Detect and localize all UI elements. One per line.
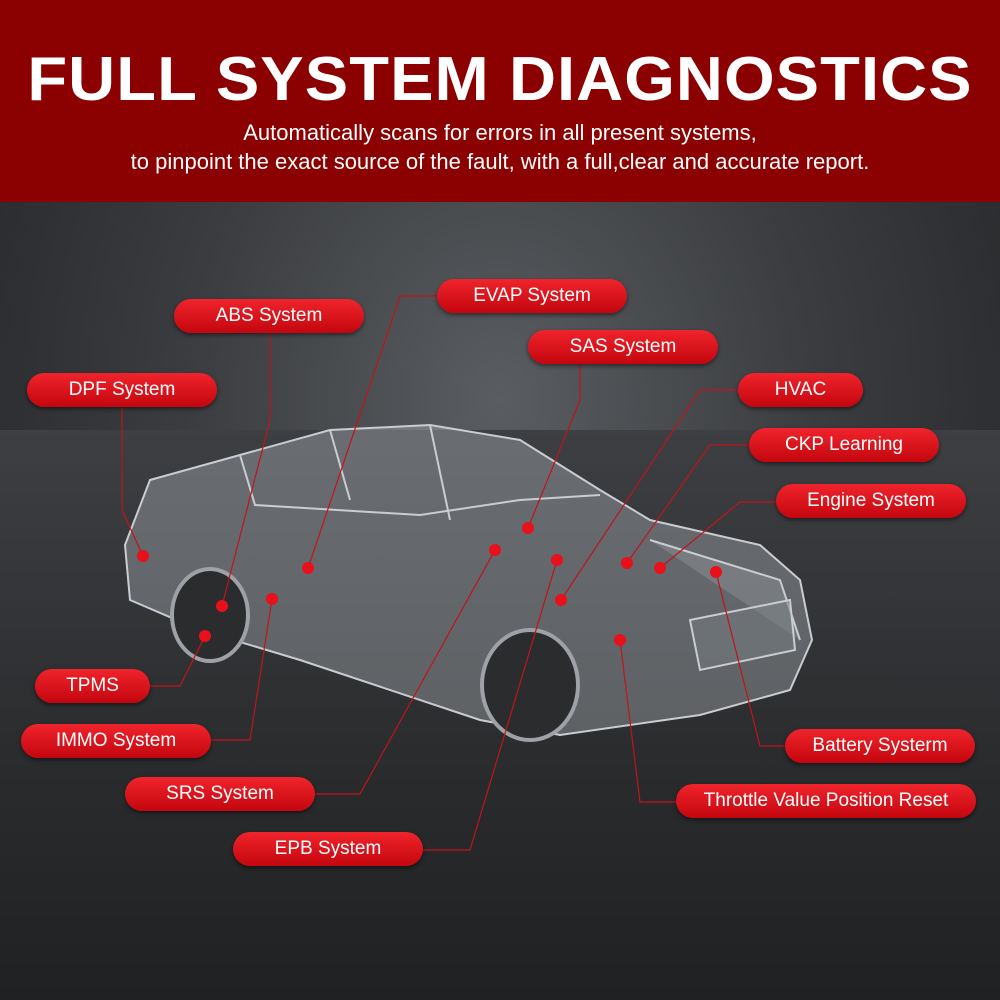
header-banner: FULL SYSTEM DIAGNOSTICS Automatically sc… [0,0,1000,202]
fault-dot [555,594,567,606]
label-engine-system: Engine System [776,484,966,518]
label-srs-system: SRS System [125,777,315,811]
label-sas-system: SAS System [528,330,718,364]
label-battery-system: Battery Systerm [785,729,975,763]
leader-lines [121,295,785,851]
label-abs-system: ABS System [174,299,364,333]
fault-dot [614,634,626,646]
fault-points [137,522,722,646]
page-title: FULL SYSTEM DIAGNOSTICS [27,45,973,114]
subtitle-line-2: to pinpoint the exact source of the faul… [130,149,870,174]
rear-wheel [170,567,250,663]
fault-dot [199,630,211,642]
front-wheel [480,628,580,742]
fault-dot [654,562,666,574]
fault-dot [137,550,149,562]
fault-dot [489,544,501,556]
fault-dot [302,562,314,574]
label-epb-system: EPB System [233,832,423,866]
fault-dot [522,522,534,534]
label-dpf-system: DPF System [27,373,217,407]
fault-dot [266,593,278,605]
fault-dot [710,566,722,578]
label-evap-system: EVAP System [437,279,627,313]
label-throttle-reset: Throttle Value Position Reset [676,784,976,818]
car-illustration [123,423,814,737]
label-tpms: TPMS [35,669,150,703]
fault-dot [216,600,228,612]
fault-dot [551,554,563,566]
subtitle-line-1: Automatically scans for errors in all pr… [243,120,757,145]
fault-dot [621,557,633,569]
wheels [170,567,580,742]
label-immo-system: IMMO System [21,724,211,758]
label-ckp-learning: CKP Learning [749,428,939,462]
label-hvac: HVAC [738,373,863,407]
